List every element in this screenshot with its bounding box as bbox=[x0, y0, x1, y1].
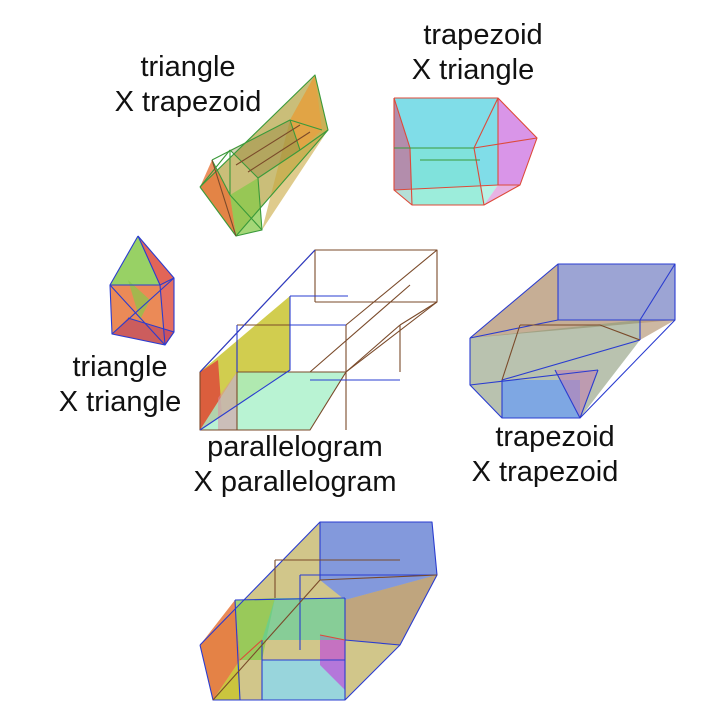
face bbox=[138, 236, 174, 285]
label-line-2: X triangle bbox=[411, 54, 535, 86]
label-line-1: triangle bbox=[140, 51, 236, 83]
face bbox=[555, 370, 598, 418]
label-triangle-x-triangle: triangle X triangle bbox=[40, 350, 200, 420]
face bbox=[262, 598, 345, 640]
face bbox=[160, 278, 174, 345]
triangle-x-triangle-solid bbox=[109, 235, 175, 346]
face bbox=[200, 600, 240, 700]
label-triangle-x-trapezoid: triangle X trapezoid bbox=[108, 50, 268, 120]
face bbox=[320, 522, 437, 600]
face bbox=[290, 75, 322, 150]
label-trapezoid-x-trapezoid: trapezoid X trapezoid bbox=[460, 420, 630, 490]
label-line-2: X trapezoid bbox=[114, 86, 262, 118]
face bbox=[262, 660, 345, 700]
face bbox=[235, 598, 275, 660]
label-line-1: triangle bbox=[72, 351, 168, 383]
face bbox=[128, 280, 150, 320]
label-trapezoid-x-triangle: trapezoid X triangle bbox=[388, 18, 558, 88]
label-line-2: X trapezoid bbox=[471, 456, 619, 488]
label-line-1: trapezoid bbox=[423, 19, 543, 51]
label-line-1: trapezoid bbox=[495, 421, 615, 453]
face bbox=[502, 380, 580, 418]
face bbox=[345, 575, 437, 645]
face bbox=[640, 320, 675, 340]
face bbox=[213, 660, 240, 700]
face bbox=[320, 635, 345, 690]
face bbox=[230, 120, 300, 178]
trapezoid-x-triangle-solid bbox=[393, 97, 538, 206]
face bbox=[410, 148, 484, 205]
label-line-1: parallelogram bbox=[207, 431, 383, 463]
face bbox=[394, 98, 412, 205]
face bbox=[110, 236, 160, 285]
label-parallelogram-x-parallelogram: parallelogram X parallelogram bbox=[170, 430, 420, 500]
trapezoid-x-trapezoid-solid bbox=[469, 263, 676, 419]
label-line-2: X parallelogram bbox=[193, 466, 397, 498]
label-line-2: X triangle bbox=[58, 386, 182, 418]
parallelogram-x-parallelogram-solid bbox=[199, 249, 438, 431]
triangle-x-trapezoid-solid bbox=[199, 74, 329, 237]
combined-prism-solid bbox=[199, 521, 438, 701]
face bbox=[558, 264, 675, 320]
face bbox=[218, 372, 237, 430]
